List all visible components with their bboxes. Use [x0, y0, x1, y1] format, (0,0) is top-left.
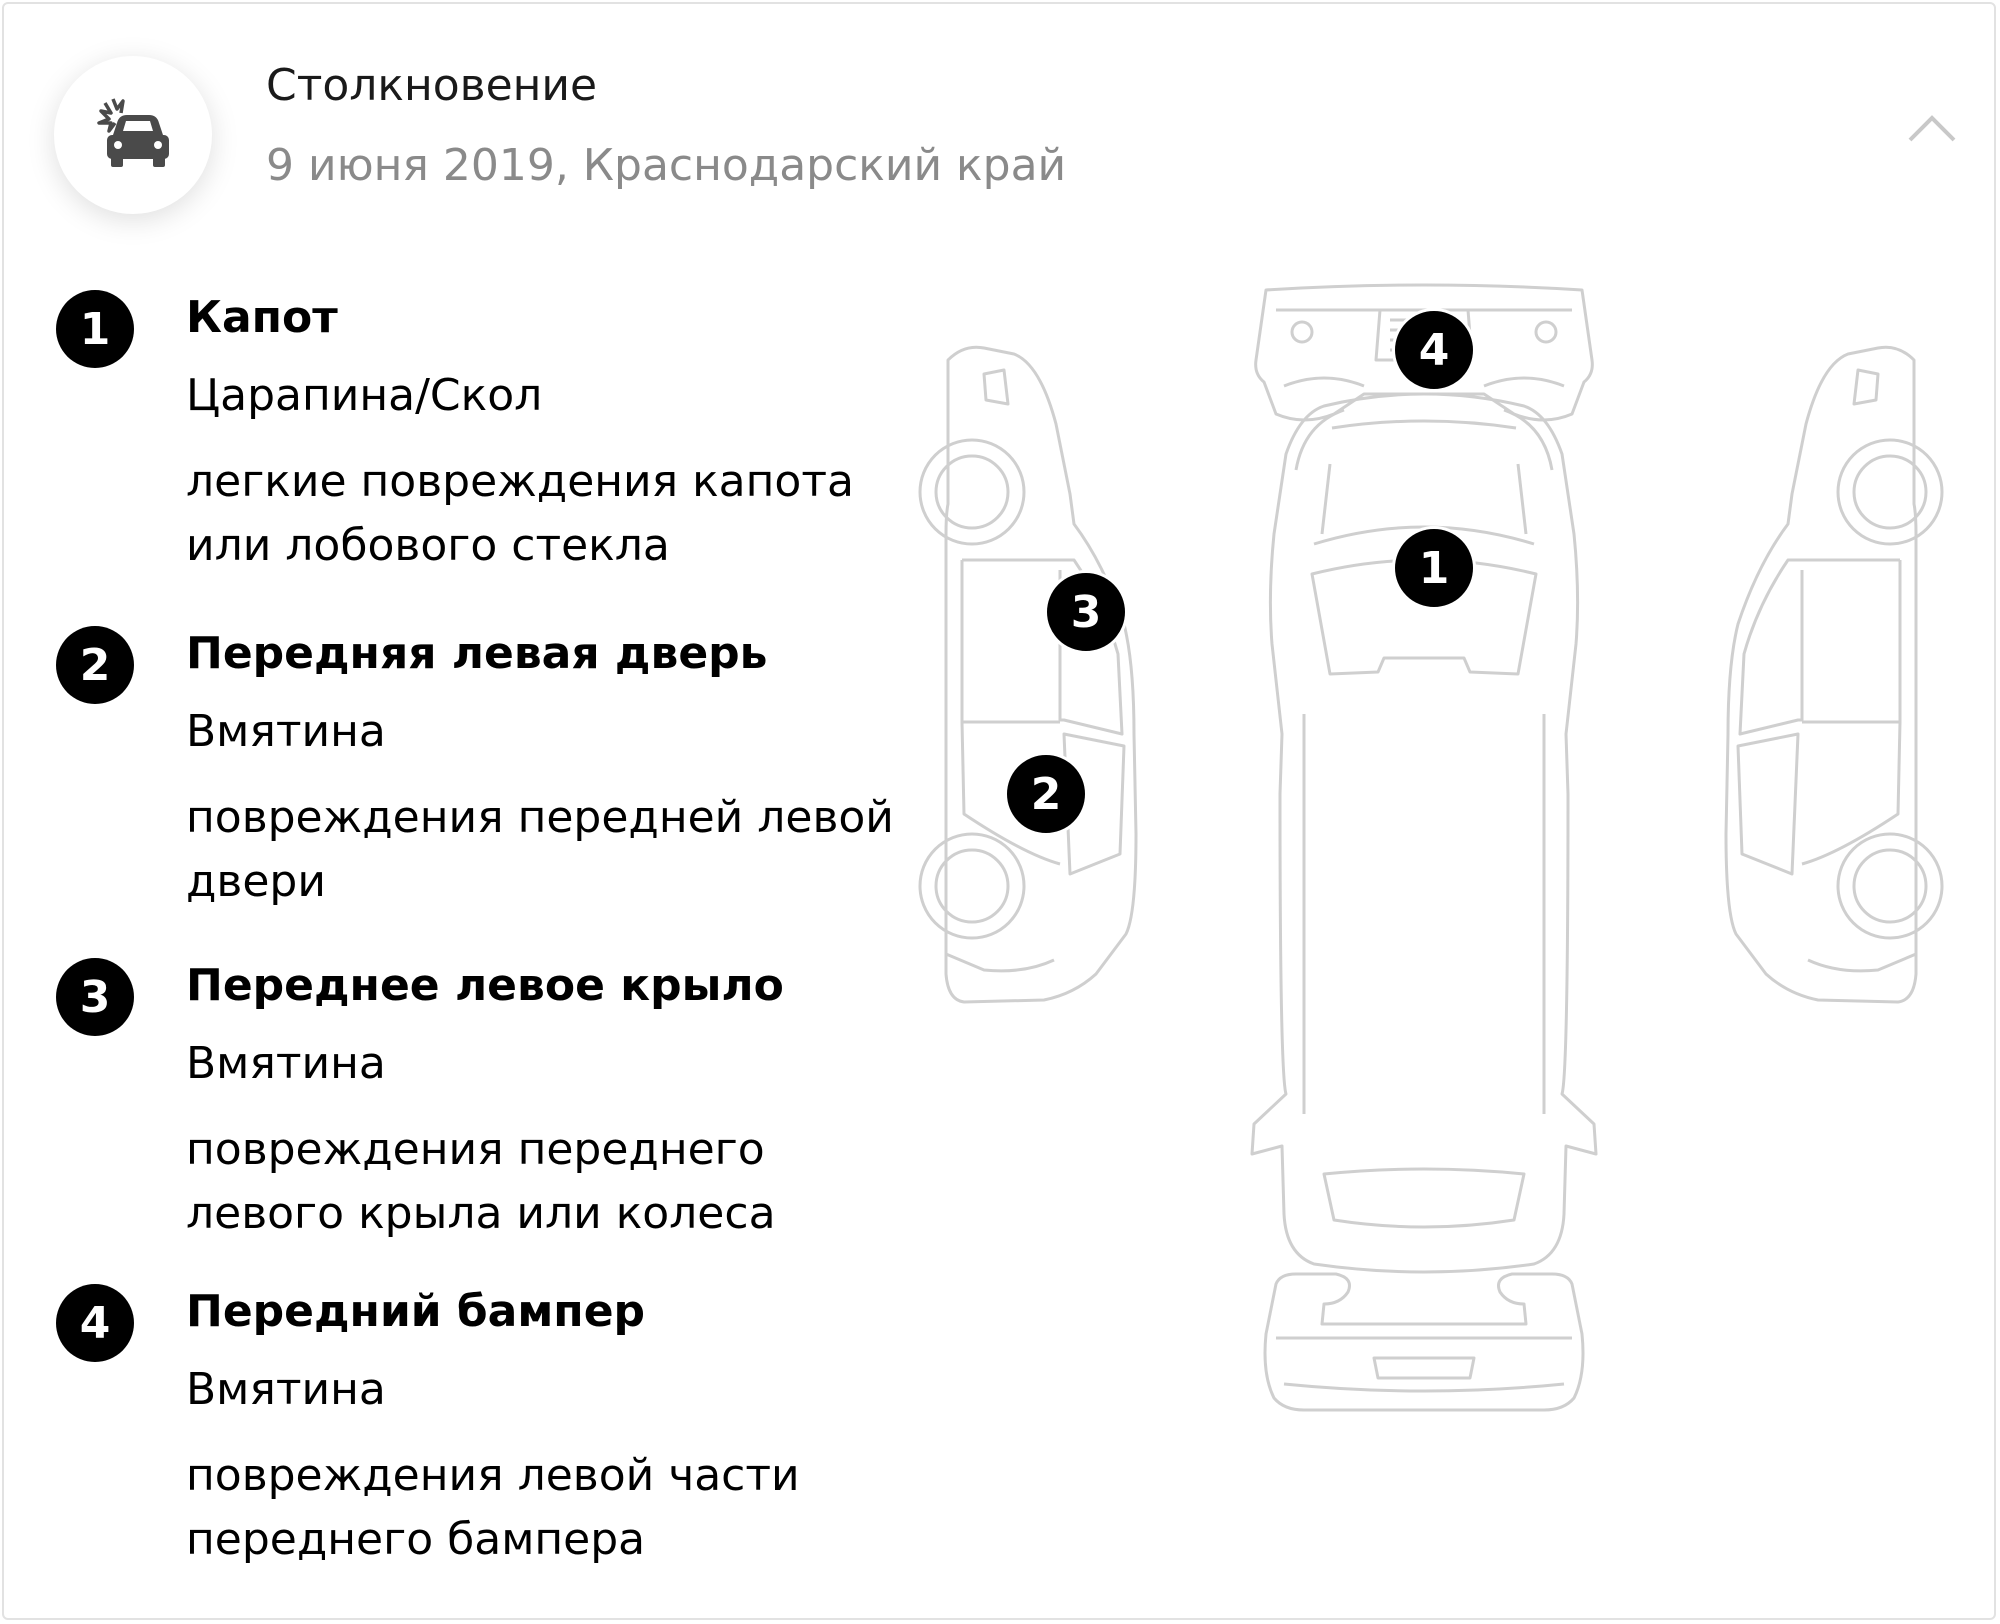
damage-marker-2[interactable]: 2 [1004, 752, 1088, 836]
damage-description: повреждения переднего левого крыла или к… [186, 1124, 776, 1239]
damage-part: Передняя левая дверь [186, 628, 768, 679]
incident-icon-circle [54, 56, 212, 214]
damage-type: Царапина/Скол [186, 370, 543, 421]
damage-type: Вмятина [186, 706, 386, 757]
damage-description: повреждения левой части переднего бампер… [186, 1450, 800, 1565]
car-crash-icon [97, 98, 169, 167]
damage-type: Вмятина [186, 1364, 386, 1415]
car-outline-diagram [918, 283, 1944, 1412]
damage-description: легкие повреждения капота или лобового с… [186, 456, 854, 571]
car-right-side-view [1724, 345, 1944, 1004]
damage-part: Капот [186, 292, 338, 343]
damage-number-badge: 1 [56, 290, 134, 368]
damage-part: Передний бампер [186, 1286, 646, 1337]
damage-number-badge: 4 [56, 1284, 134, 1362]
car-top-view [1250, 392, 1598, 1274]
damage-number-badge: 3 [56, 958, 134, 1036]
car-rear-view [1263, 1272, 1585, 1412]
damage-description: повреждения передней левой двери [186, 792, 894, 907]
collapse-button[interactable] [1904, 108, 1960, 148]
incident-subtitle: 9 июня 2019, Краснодарский край [266, 140, 1067, 191]
damage-marker-1[interactable]: 1 [1392, 526, 1476, 610]
chevron-up-icon [1908, 115, 1956, 142]
damage-number-badge: 2 [56, 626, 134, 704]
incident-title: Столкновение [266, 60, 598, 111]
damage-marker-4[interactable]: 4 [1392, 308, 1476, 392]
car-left-side-view [918, 345, 1138, 1004]
damage-type: Вмятина [186, 1038, 386, 1089]
car-damage-diagram: 4 1 3 2 [904, 274, 1964, 1474]
damage-part: Переднее левое крыло [186, 960, 784, 1011]
damage-marker-3[interactable]: 3 [1044, 570, 1128, 654]
